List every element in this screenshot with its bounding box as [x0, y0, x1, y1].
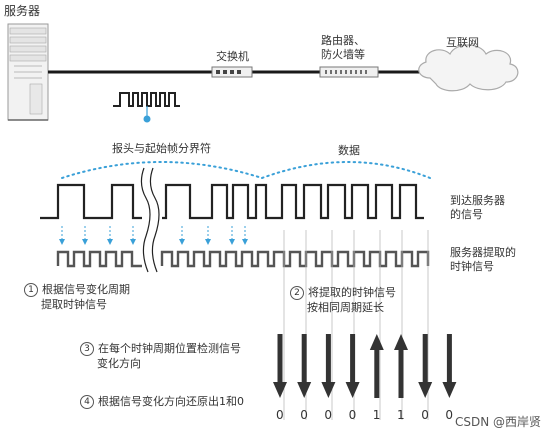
bit-arrowhead-down — [273, 382, 287, 398]
step-text: 根据信号变化周期 — [42, 283, 130, 296]
data-label: 数据 — [338, 144, 360, 157]
server-icon — [7, 23, 49, 121]
bit-arrow-down — [325, 334, 331, 384]
router-label-line2: 防火墙等 — [321, 48, 365, 61]
received-signal-cont — [162, 183, 424, 220]
bit-digit: 1 — [372, 408, 381, 422]
bit-arrow-down — [277, 334, 283, 384]
bit-arrow-up — [374, 348, 380, 398]
step-3: 3 在每个时钟周期位置检测信号 — [80, 342, 241, 356]
bit-digit: 0 — [300, 408, 308, 422]
step-4: 4 根据信号变化方向还原出1和0 — [80, 395, 244, 409]
bit-arrow-down — [350, 334, 356, 384]
bit-digit: 0 — [324, 408, 333, 422]
bit-arrowhead-down — [442, 382, 457, 398]
clock-signal-cont — [160, 250, 430, 268]
bit-arrowhead-up — [394, 334, 408, 350]
received-signal — [40, 183, 142, 220]
internet-label: 互联网 — [446, 36, 479, 49]
sampling-arrows — [59, 226, 248, 245]
step-text: 根据信号变化方向还原出1和0 — [98, 395, 244, 408]
bit-arrowhead-down — [345, 382, 360, 398]
step-number: 3 — [80, 342, 94, 356]
break-mark — [140, 167, 151, 273]
bit-digit: 0 — [276, 408, 284, 422]
bit-arrow-down — [446, 334, 452, 384]
preamble-bracket — [61, 161, 263, 179]
router-icon — [319, 66, 379, 78]
step-number: 2 — [290, 286, 304, 300]
router-label-line1: 路由器、 — [321, 34, 365, 47]
bit-arrow-up — [398, 348, 404, 398]
server-label: 服务器 — [4, 4, 41, 18]
preamble-label: 报头与起始帧分界符 — [112, 142, 211, 155]
arrive-signal-label-line1: 到达服务器 — [450, 194, 505, 207]
cloud-icon — [418, 44, 519, 92]
preamble-waveform-icon — [113, 92, 180, 123]
bit-arrow-down — [301, 334, 307, 384]
step-1: 1 根据信号变化周期 — [24, 283, 130, 297]
bit-arrowhead-down — [297, 382, 312, 398]
step-2-line2: 按相同周期延长 — [307, 301, 384, 314]
clock-signal-label-line2: 时钟信号 — [450, 260, 494, 273]
switch-icon — [211, 66, 253, 78]
switch-label: 交换机 — [216, 50, 249, 63]
step-2: 2 将提取的时钟信号 — [290, 286, 396, 300]
bit-digit: 0 — [348, 408, 357, 422]
clock-signal-label-line1: 服务器提取的 — [450, 246, 516, 259]
break-mark — [149, 167, 160, 273]
bit-digit: 1 — [397, 408, 405, 422]
bit-arrowhead-down — [418, 382, 433, 398]
bit-arrowhead-down — [321, 382, 336, 398]
bit-digit: 0 — [445, 408, 454, 422]
clock-signal — [56, 250, 142, 268]
bit-arrowhead-up — [369, 334, 384, 350]
step-1-line2: 提取时钟信号 — [41, 298, 107, 311]
bit-digit: 0 — [421, 408, 429, 422]
step-text: 在每个时钟周期位置检测信号 — [98, 342, 241, 355]
bit-arrow-down — [422, 334, 428, 384]
step-number: 1 — [24, 283, 38, 297]
watermark: CSDN @西岸贤 — [454, 415, 541, 429]
data-bracket — [261, 161, 431, 179]
step-text: 将提取的时钟信号 — [308, 286, 396, 299]
step-number: 4 — [80, 395, 94, 409]
step-3-line2: 变化方向 — [97, 357, 141, 370]
bit-direction-arrows — [273, 334, 457, 398]
arrive-signal-label-line2: 的信号 — [450, 208, 483, 221]
